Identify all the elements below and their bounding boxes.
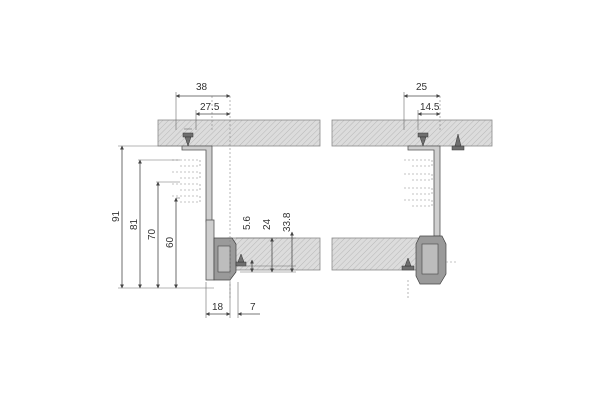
right-dim-25: 25 — [416, 82, 428, 93]
left-vertical-dims — [118, 145, 214, 289]
right-view: 25 14.5 — [331, 82, 493, 300]
left-dim-5-6: 5.6 — [242, 216, 253, 230]
left-ghost-positions — [172, 159, 201, 203]
right-runner-inner — [421, 243, 439, 275]
left-runner-inner — [217, 245, 231, 273]
left-rail-dims — [236, 231, 296, 273]
left-dim-33-8: 33.8 — [282, 212, 293, 232]
left-bottom-dims — [205, 282, 260, 318]
left-dim-38: 38 — [196, 82, 208, 93]
right-top-screw-a — [417, 132, 429, 147]
right-dim-14-5: 14.5 — [420, 102, 440, 113]
right-top-panel — [331, 119, 493, 147]
left-view: 38 27.5 91 81 70 60 5.6 — [111, 82, 321, 318]
left-dim-18: 18 — [212, 302, 224, 313]
left-dim-70: 70 — [147, 228, 158, 240]
left-top-screw — [182, 128, 194, 147]
right-ghost-positions — [404, 159, 456, 300]
left-dim-60: 60 — [165, 236, 176, 248]
right-bracket — [407, 145, 441, 237]
right-top-screw-b — [451, 133, 465, 151]
left-dim-7: 7 — [250, 302, 256, 313]
left-dim-81: 81 — [129, 218, 140, 230]
left-top-panel — [157, 119, 321, 147]
left-dim-24: 24 — [262, 218, 273, 230]
left-bracket-arm — [205, 219, 215, 281]
left-dim-91: 91 — [111, 210, 122, 222]
left-dim-27-5: 27.5 — [200, 102, 220, 113]
right-runner-screw — [401, 257, 415, 271]
